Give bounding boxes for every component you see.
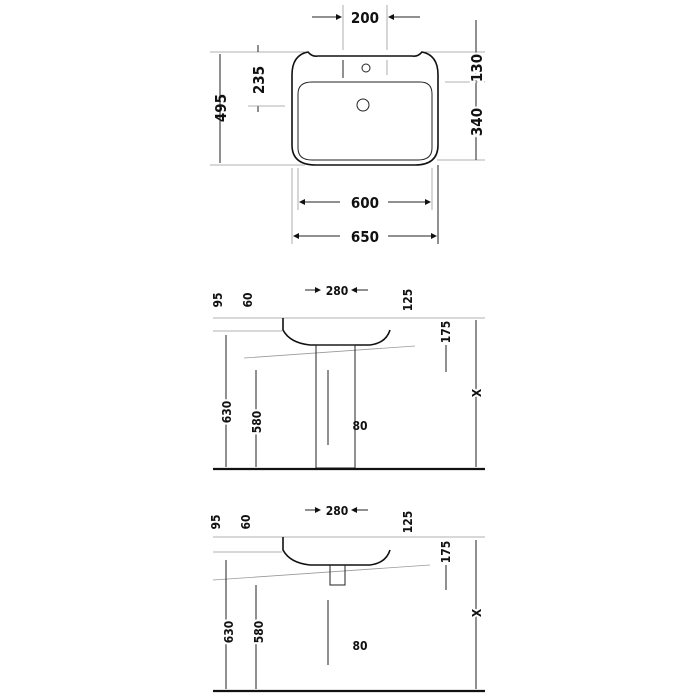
siphon — [329, 565, 346, 586]
dim-630: 630 — [220, 401, 234, 424]
dim-600: 600 — [351, 194, 379, 212]
pedestal — [315, 344, 356, 469]
dim-125: 125 — [401, 511, 415, 534]
dim-95: 95 — [211, 292, 225, 307]
dim-60: 60 — [241, 292, 255, 307]
side-view-pedestal: 280 95 60 125 175 630 580 80 X — [211, 284, 486, 471]
dim-130: 130 — [468, 54, 486, 82]
dim-125: 125 — [401, 289, 415, 312]
dim-280: 280 — [326, 504, 349, 518]
dim-80: 80 — [352, 639, 367, 653]
dim-60: 60 — [239, 514, 253, 529]
dim-200: 200 — [351, 9, 379, 27]
dim-80: 80 — [352, 419, 367, 433]
tap-hole — [361, 63, 371, 73]
dim-175: 175 — [439, 321, 453, 344]
side-view-siphon: 280 95 60 125 175 630 580 80 X — [209, 504, 486, 693]
top-view: 200 495 235 130 340 600 650 — [210, 5, 488, 246]
dim-235: 235 — [250, 66, 268, 94]
dim-x: X — [470, 608, 484, 617]
basin-side — [282, 537, 391, 566]
dim-650: 650 — [351, 228, 379, 246]
dim-280: 280 — [326, 284, 349, 298]
dim-580: 580 — [250, 411, 264, 434]
bowl-outline — [297, 81, 433, 161]
basin-outline-top — [291, 51, 439, 166]
dim-495: 495 — [212, 94, 230, 122]
basin-side — [282, 318, 391, 346]
dim-340: 340 — [468, 108, 486, 136]
dim-175: 175 — [439, 541, 453, 564]
dim-95: 95 — [209, 514, 223, 529]
dim-630: 630 — [222, 621, 236, 644]
dim-580: 580 — [252, 621, 266, 644]
dim-x: X — [470, 388, 484, 397]
drain — [356, 98, 370, 112]
